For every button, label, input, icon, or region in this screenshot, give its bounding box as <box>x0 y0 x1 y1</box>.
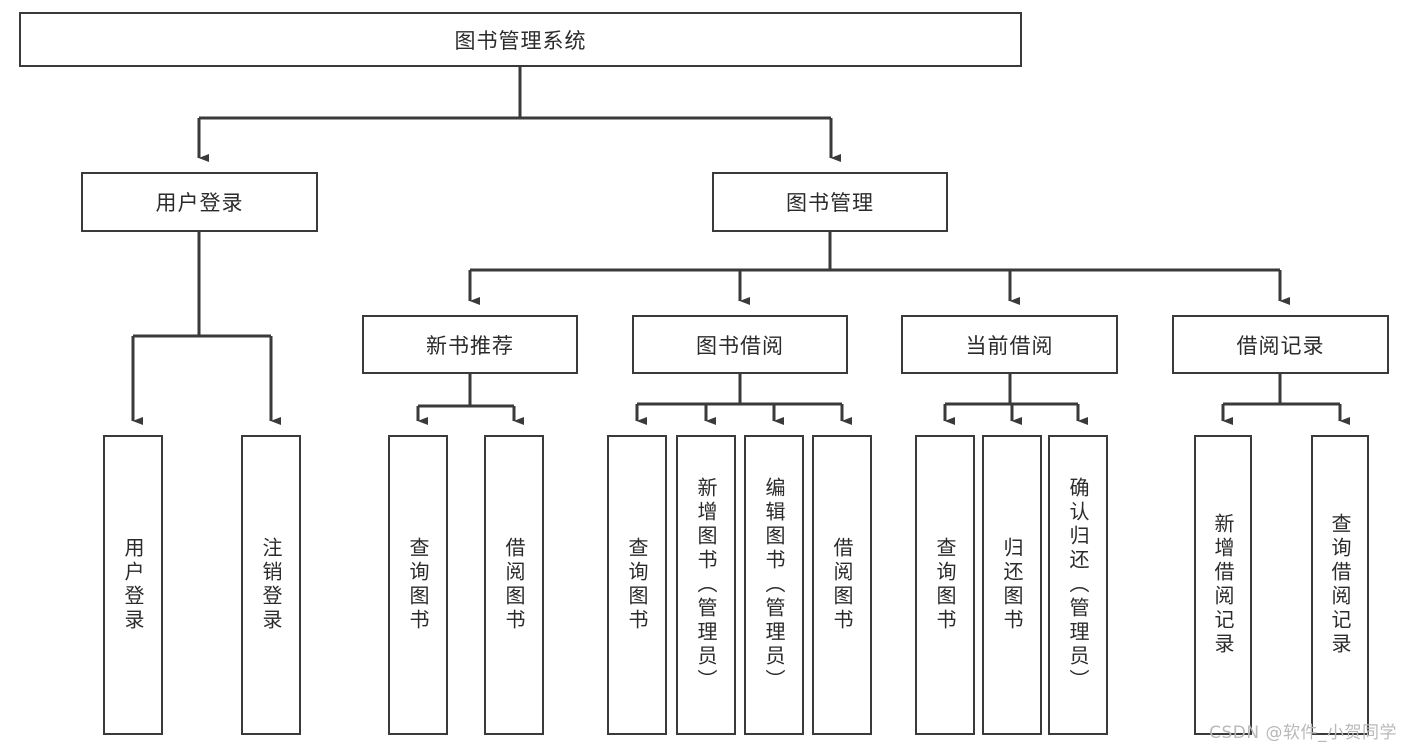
node-new-book-recommend[interactable]: 新书推荐 <box>362 315 578 374</box>
node-leaf-query-book-2[interactable]: 查询图书 <box>607 435 667 735</box>
node-leaf-borrow-book-2-label: 借阅图书 <box>830 537 854 633</box>
node-leaf-borrow-book-1-label: 借阅图书 <box>502 537 526 633</box>
node-leaf-query-book-1-label: 查询图书 <box>406 537 430 633</box>
node-borrow-record-label: 借阅记录 <box>1236 333 1325 358</box>
node-current-borrow-label: 当前借阅 <box>965 333 1054 358</box>
node-leaf-edit-book[interactable]: 编辑图书（管理员） <box>744 435 804 735</box>
node-leaf-query-borrow-record[interactable]: 查询借阅记录 <box>1311 435 1369 735</box>
node-leaf-confirm-return[interactable]: 确认归还（管理员） <box>1048 435 1108 735</box>
node-leaf-add-borrow-record[interactable]: 新增借阅记录 <box>1194 435 1252 735</box>
node-root-label: 图书管理系统 <box>454 28 587 53</box>
node-leaf-query-borrow-record-label: 查询借阅记录 <box>1328 513 1352 657</box>
node-leaf-borrow-book-1[interactable]: 借阅图书 <box>484 435 544 735</box>
node-leaf-add-book[interactable]: 新增图书（管理员） <box>676 435 736 735</box>
node-user-login-label: 用户登录 <box>155 191 244 215</box>
node-leaf-query-book-3[interactable]: 查询图书 <box>915 435 975 735</box>
node-leaf-query-book-3-label: 查询图书 <box>933 537 957 633</box>
node-current-borrow[interactable]: 当前借阅 <box>901 315 1118 374</box>
node-book-manage-label: 图书管理 <box>786 191 874 215</box>
node-leaf-query-book-2-label: 查询图书 <box>625 537 649 633</box>
node-book-borrow[interactable]: 图书借阅 <box>632 315 848 374</box>
node-leaf-query-book-1[interactable]: 查询图书 <box>388 435 448 735</box>
node-leaf-add-book-label: 新增图书（管理员） <box>694 477 718 693</box>
node-leaf-add-borrow-record-label: 新增借阅记录 <box>1211 513 1235 657</box>
node-leaf-user-login-label: 用户登录 <box>121 537 145 633</box>
node-leaf-return-book-label: 归还图书 <box>1000 537 1024 633</box>
node-leaf-confirm-return-label: 确认归还（管理员） <box>1066 477 1090 693</box>
node-book-manage[interactable]: 图书管理 <box>712 172 948 232</box>
node-leaf-borrow-book-2[interactable]: 借阅图书 <box>812 435 872 735</box>
node-leaf-edit-book-label: 编辑图书（管理员） <box>762 477 786 693</box>
node-leaf-user-login[interactable]: 用户登录 <box>103 435 163 735</box>
csdn-watermark: CSDN @软件_小贺同学 <box>1209 723 1397 743</box>
node-root[interactable]: 图书管理系统 <box>19 12 1022 67</box>
node-user-login[interactable]: 用户登录 <box>81 172 318 232</box>
node-book-borrow-label: 图书借阅 <box>696 333 784 358</box>
node-leaf-logout-login-label: 注销登录 <box>259 537 283 633</box>
node-leaf-return-book[interactable]: 归还图书 <box>982 435 1042 735</box>
node-leaf-logout-login[interactable]: 注销登录 <box>241 435 301 735</box>
node-new-book-recommend-label: 新书推荐 <box>426 333 514 358</box>
node-borrow-record[interactable]: 借阅记录 <box>1172 315 1389 374</box>
